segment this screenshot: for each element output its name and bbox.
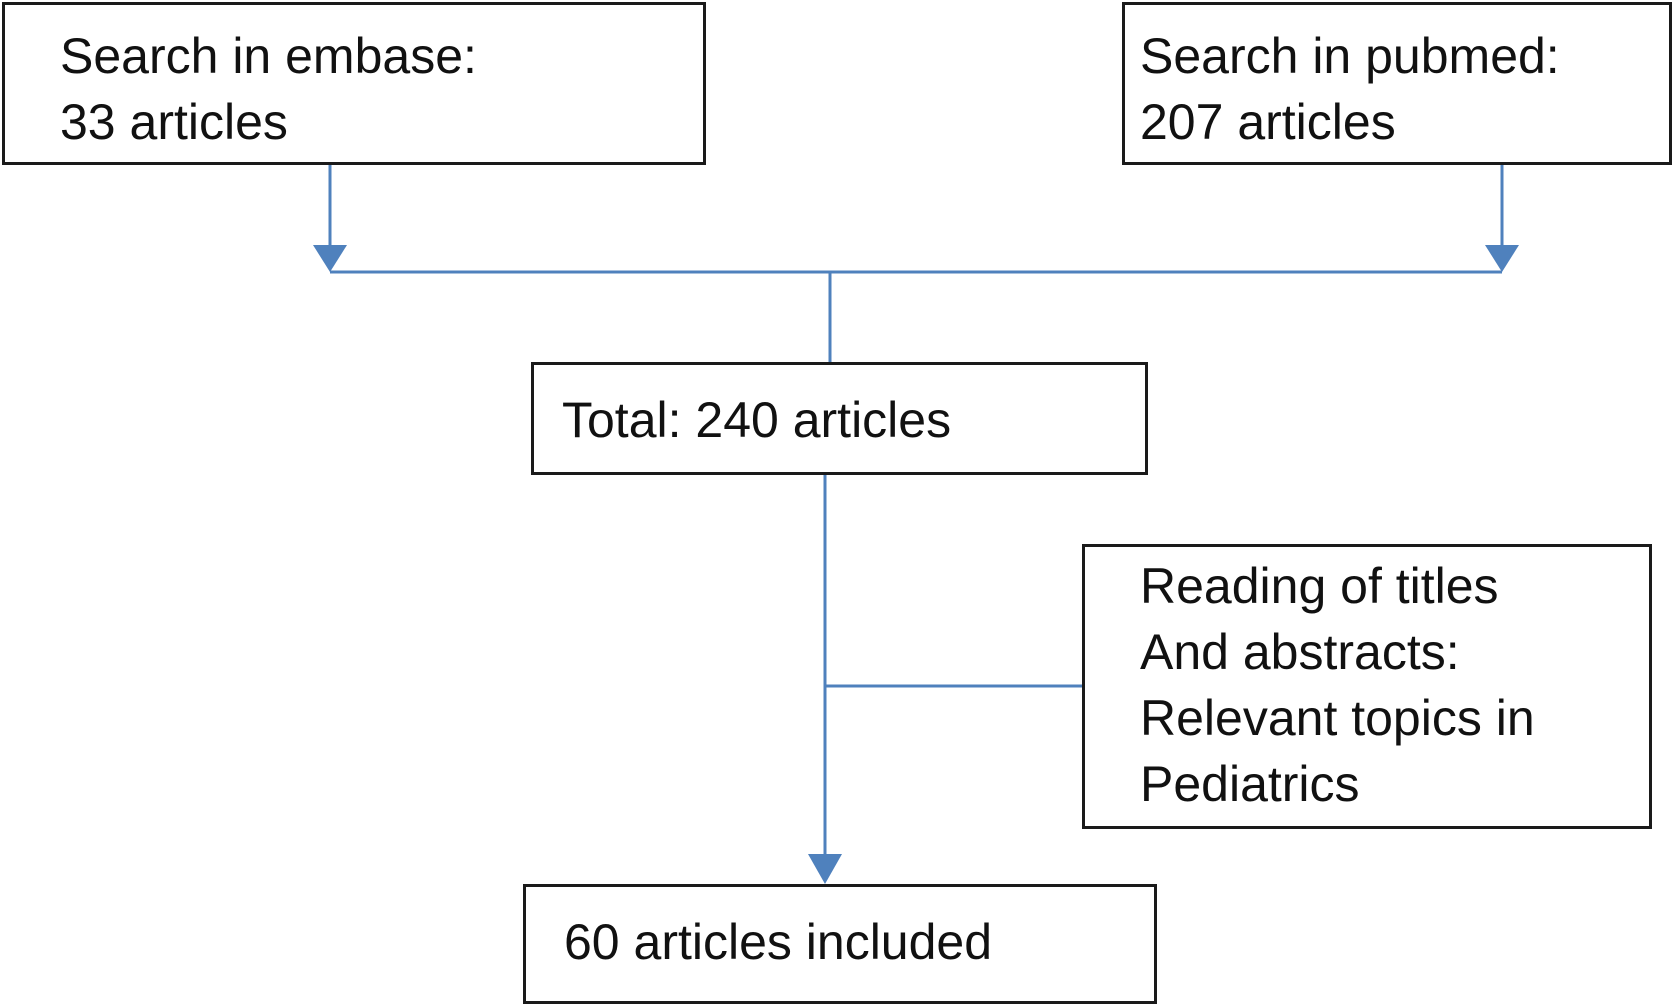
- screening-line-4: Pediatrics: [1140, 756, 1360, 812]
- included-articles-label: 60 articles included: [564, 914, 993, 970]
- screening-criteria-box: Reading of titles And abstracts: Relevan…: [1082, 544, 1652, 829]
- total-articles-box: Total: 240 articles: [531, 362, 1148, 475]
- embase-search-label: Search in embase:: [60, 28, 477, 84]
- pubmed-article-count: 207 articles: [1140, 94, 1396, 150]
- pubmed-search-box: Search in pubmed: 207 articles: [1122, 2, 1672, 165]
- arrowhead-embase: [313, 245, 347, 272]
- embase-search-box: Search in embase: 33 articles: [2, 2, 706, 165]
- screening-line-2: And abstracts:: [1140, 624, 1460, 680]
- arrowhead-included: [808, 854, 842, 884]
- embase-article-count: 33 articles: [60, 94, 288, 150]
- screening-line-1: Reading of titles: [1140, 558, 1499, 614]
- included-articles-box: 60 articles included: [523, 884, 1157, 1004]
- screening-line-3: Relevant topics in: [1140, 690, 1535, 746]
- pubmed-search-label: Search in pubmed:: [1140, 28, 1560, 84]
- total-articles-label: Total: 240 articles: [562, 392, 952, 448]
- arrowhead-pubmed: [1485, 245, 1519, 272]
